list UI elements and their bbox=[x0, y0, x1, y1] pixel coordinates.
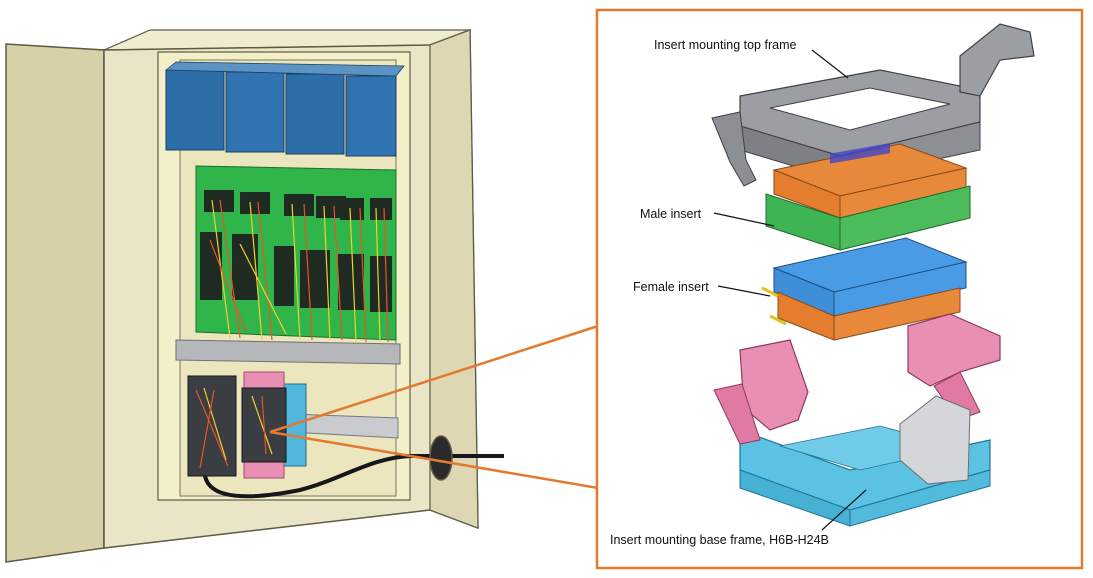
relay bbox=[204, 190, 234, 212]
label-male-insert: Male insert bbox=[640, 207, 702, 221]
label-top-frame: Insert mounting top frame bbox=[654, 38, 796, 52]
relay bbox=[340, 198, 364, 220]
label-female-insert: Female insert bbox=[633, 280, 709, 294]
callout-lines bbox=[269, 324, 599, 490]
blue-module-top bbox=[164, 61, 405, 77]
cable-duct bbox=[175, 339, 401, 365]
blue-module bbox=[225, 71, 285, 153]
blue-module-row bbox=[164, 61, 405, 157]
rail-connector bbox=[241, 371, 307, 479]
blue-module bbox=[165, 69, 225, 151]
relay bbox=[240, 192, 270, 214]
terminal-block bbox=[338, 254, 364, 310]
cabinet-right-side bbox=[429, 29, 479, 529]
male-insert bbox=[765, 143, 971, 251]
label-base-frame: Insert mounting base frame, H6B-H24B bbox=[610, 533, 829, 547]
terminal-block bbox=[274, 246, 294, 306]
wire-bundle bbox=[209, 199, 389, 343]
blue-module bbox=[345, 75, 397, 157]
relay bbox=[316, 196, 346, 218]
cabinet-door bbox=[5, 43, 105, 563]
female-insert bbox=[761, 237, 968, 341]
relay bbox=[284, 194, 314, 216]
label-leader-lines bbox=[713, 49, 867, 531]
relay bbox=[370, 198, 392, 220]
circuit-board bbox=[195, 165, 397, 343]
cable-gland-hole bbox=[429, 435, 453, 481]
insert-mounting-base-frame bbox=[713, 313, 1001, 527]
terminal-block bbox=[370, 256, 392, 312]
exit-cable bbox=[203, 454, 504, 499]
terminal-block bbox=[200, 232, 222, 300]
connector-housing-open bbox=[187, 375, 237, 477]
terminal-block bbox=[300, 250, 330, 308]
electrical-cabinet bbox=[5, 28, 504, 563]
blue-module bbox=[285, 73, 345, 155]
